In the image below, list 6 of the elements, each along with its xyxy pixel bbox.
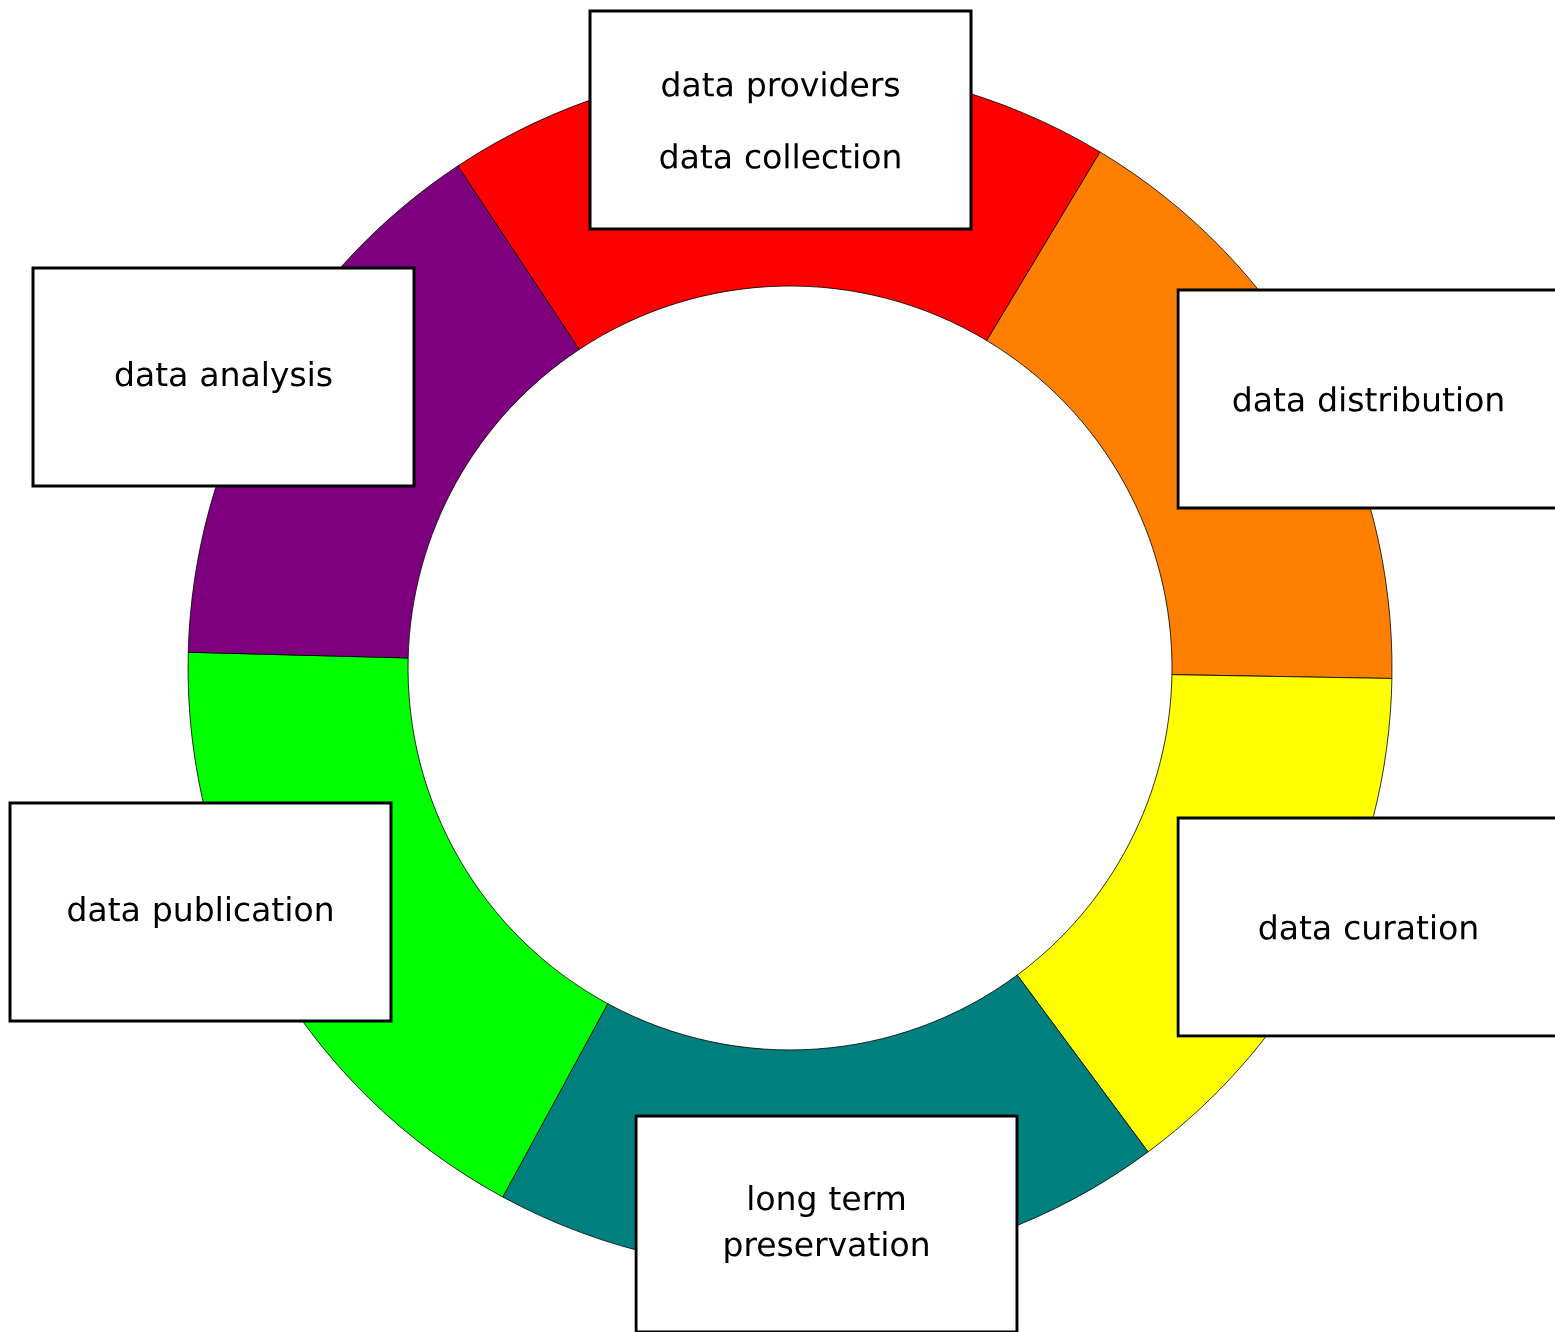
label-box: data distribution — [1176, 288, 1555, 510]
label-box: data analysis — [31, 266, 416, 488]
label-box: data publication — [8, 801, 393, 1023]
label-box: data providers data collection — [588, 9, 973, 231]
label-box: long term preservation — [634, 1114, 1019, 1332]
label-box: data curation — [1176, 816, 1555, 1038]
